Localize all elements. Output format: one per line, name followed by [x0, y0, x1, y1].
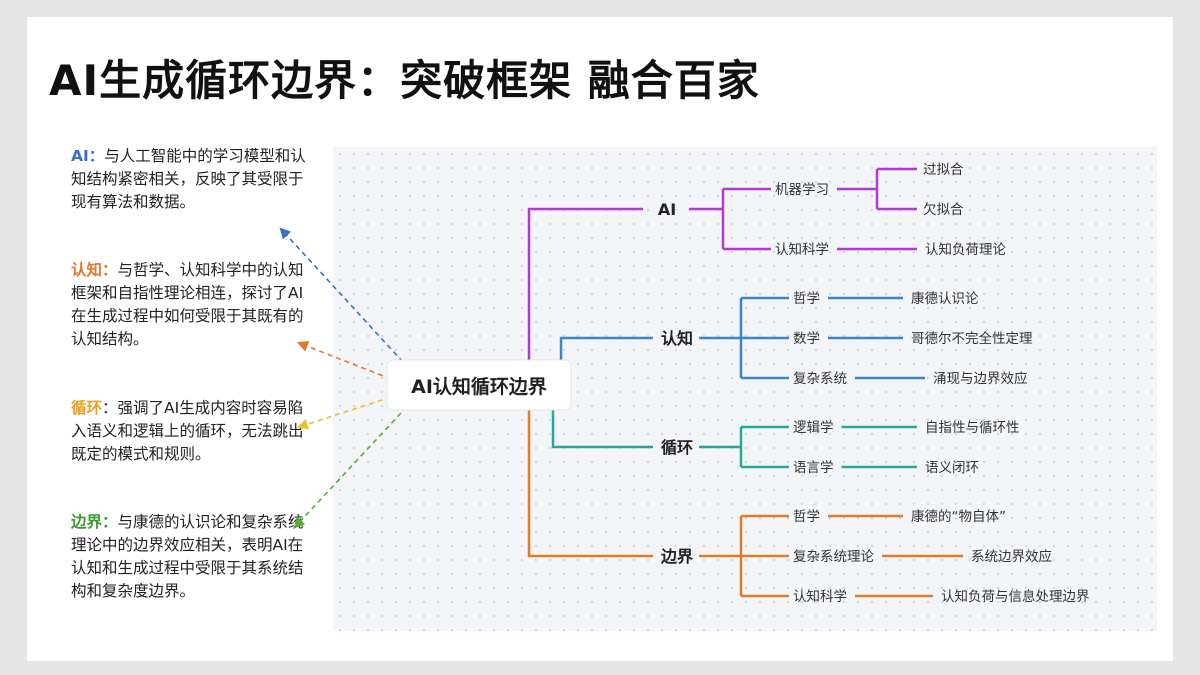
branch-label[interactable]: AI	[658, 200, 676, 219]
desc-sep: ：	[102, 513, 118, 531]
desc-key: AI	[71, 147, 89, 165]
sub-label[interactable]: 认知科学	[793, 588, 847, 605]
desc-text: 与康德的认识论和复杂系统理论中的边界效应相关，表明AI在认知和生成过程中受限于其…	[71, 513, 304, 600]
desc-sep: ：	[88, 147, 105, 165]
root-node[interactable]: AI认知循环边界	[386, 359, 572, 411]
root-box	[386, 359, 572, 411]
leaf-label[interactable]: 语义闭环	[925, 460, 979, 476]
arrows-layer	[279, 227, 404, 529]
sub-label[interactable]: 复杂系统理论	[793, 548, 874, 565]
sub-label[interactable]: 数学	[793, 331, 820, 347]
desc-sep: ：	[102, 261, 118, 279]
desc-cognition: 认知：与哲学、认知科学中的认知框架和自指性理论相连，探讨了AI在生成过程中如何受…	[71, 259, 311, 351]
branch-label[interactable]: 循环	[661, 438, 693, 457]
leaf-label[interactable]: 认知负荷理论	[925, 241, 1006, 258]
mindmap-nodes: AI机器学习过拟合欠拟合认知科学认知负荷理论认知哲学康德认识论数学哥德尔不完全性…	[658, 162, 1090, 605]
sub-label[interactable]: 机器学习	[775, 182, 829, 198]
leaf-label[interactable]: 康德认识论	[911, 290, 979, 307]
dashed-arrow	[296, 396, 392, 430]
sub-label[interactable]: 哲学	[793, 509, 820, 525]
leaf-label[interactable]: 康德的“物自体”	[911, 508, 1006, 525]
leaf-label[interactable]: 涌现与边界效应	[933, 370, 1028, 387]
leaf-label[interactable]: 系统边界效应	[971, 548, 1052, 565]
branch-0	[527, 167, 917, 360]
leaf-label[interactable]: 过拟合	[923, 162, 964, 178]
sub-label[interactable]: 哲学	[793, 291, 820, 307]
branch-connector	[551, 410, 653, 449]
leaf-label[interactable]: 欠拟合	[923, 202, 964, 218]
page-title: AI生成循环边界：突破框架 融合百家	[49, 56, 760, 105]
branch-connector	[559, 336, 653, 360]
dashed-arrow	[279, 227, 404, 363]
branch-label[interactable]: 认知	[661, 329, 693, 348]
dashed-arrow	[293, 412, 402, 529]
desc-boundary: 边界：与康德的认识论和复杂系统理论中的边界效应相关，表明AI在认知和生成过程中受…	[71, 511, 311, 603]
root-label: AI认知循环边界	[411, 375, 547, 398]
sub-label[interactable]: 复杂系统	[793, 370, 847, 387]
sub-label[interactable]: 认知科学	[775, 241, 829, 258]
slide: AI生成循环边界：突破框架 融合百家 AI：与人工智能中的学习模型和认知结构紧密…	[27, 17, 1173, 661]
desc-key: 循环	[71, 399, 103, 417]
dashed-arrow	[296, 341, 392, 380]
leaf-label[interactable]: 自指性与循环性	[925, 420, 1020, 436]
desc-key: 认知	[71, 261, 103, 279]
desc-text: 与人工智能中的学习模型和认知结构紧密相关，反映了其受限于现有算法和数据。	[71, 147, 306, 211]
leaf-label[interactable]: 哥德尔不完全性定理	[911, 330, 1033, 347]
desc-loop: 循环：强调了AI生成内容时容易陷入语义和逻辑上的循环，无法跳出既定的模式和规则。	[71, 397, 311, 466]
connector-lines	[527, 167, 963, 598]
desc-text: 强调了AI生成内容时容易陷入语义和逻辑上的循环，无法跳出既定的模式和规则。	[71, 399, 304, 463]
sub-label[interactable]: 逻辑学	[793, 420, 834, 436]
branch-connector	[527, 207, 643, 360]
branch-label[interactable]: 边界	[660, 547, 693, 566]
desc-text: 与哲学、认知科学中的认知框架和自指性理论相连，探讨了AI在生成过程中如何受限于其…	[71, 261, 304, 348]
desc-ai: AI：与人工智能中的学习模型和认知结构紧密相关，反映了其受限于现有算法和数据。	[71, 145, 311, 214]
desc-sep: ：	[102, 399, 118, 417]
leaf-label[interactable]: 认知负荷与信息处理边界	[941, 588, 1090, 605]
mindmap: AI认知循环边界 AI机器学习过拟合欠拟合认知科学认知负荷理论认知哲学康德认识论…	[279, 162, 1090, 605]
branch-connector	[527, 410, 653, 558]
sub-label[interactable]: 语言学	[793, 460, 834, 476]
branch-2	[551, 410, 917, 469]
branch-3	[527, 410, 963, 598]
branch-1	[559, 296, 925, 380]
desc-key: 边界	[71, 513, 103, 531]
